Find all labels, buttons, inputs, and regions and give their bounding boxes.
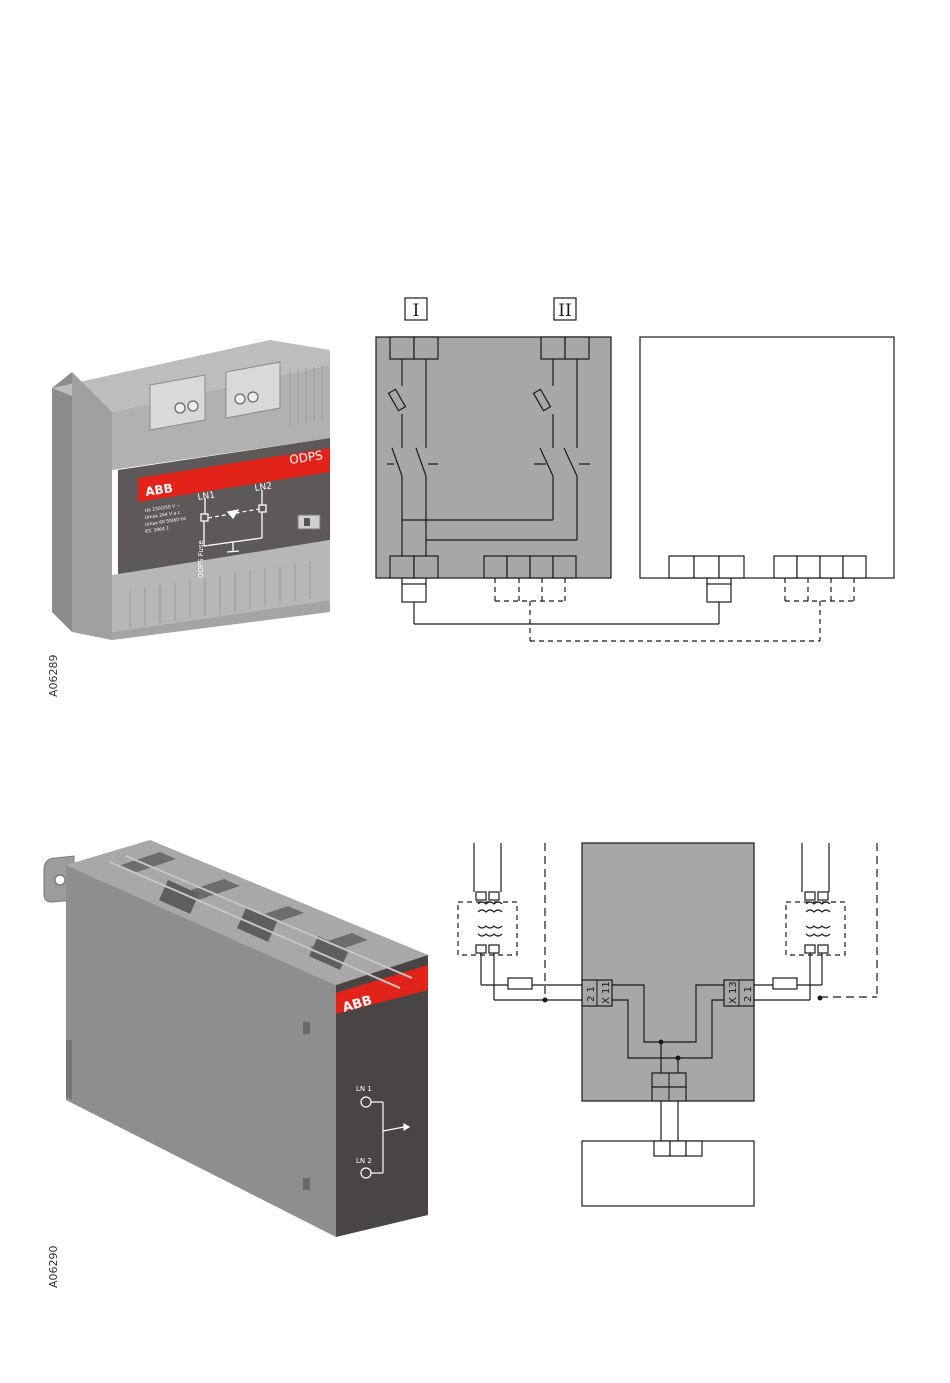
load-box bbox=[640, 337, 894, 578]
module-box bbox=[582, 843, 754, 1101]
side-label: ODPS Fuse bbox=[197, 540, 205, 578]
x11-label: X 11 bbox=[601, 981, 612, 1004]
source-2-label: II bbox=[558, 301, 571, 321]
odps-box bbox=[376, 337, 611, 578]
x13-pins: 2 1 bbox=[743, 986, 754, 1002]
module-ln1-label: LN 1 bbox=[356, 1085, 372, 1093]
module-device-render: ABB LN 1 LN 2 bbox=[44, 840, 428, 1237]
x13-label: X 13 bbox=[728, 981, 739, 1004]
odps-wiring-diagram: I II bbox=[376, 298, 894, 641]
odps-device-render: ABB ODPS LN1 LN2 Ue 230/250 V ~ Umax 264… bbox=[52, 340, 330, 640]
x11-pins: 2 1 bbox=[586, 986, 597, 1002]
module-ln2-label: LN 2 bbox=[356, 1157, 372, 1165]
figure1-code: A06289 bbox=[47, 654, 60, 697]
source-1-label: I bbox=[413, 301, 420, 321]
module-wiring-diagram: 2 1 X 11 X 13 2 1 bbox=[458, 843, 877, 1206]
figure2-code: A06290 bbox=[47, 1245, 60, 1288]
